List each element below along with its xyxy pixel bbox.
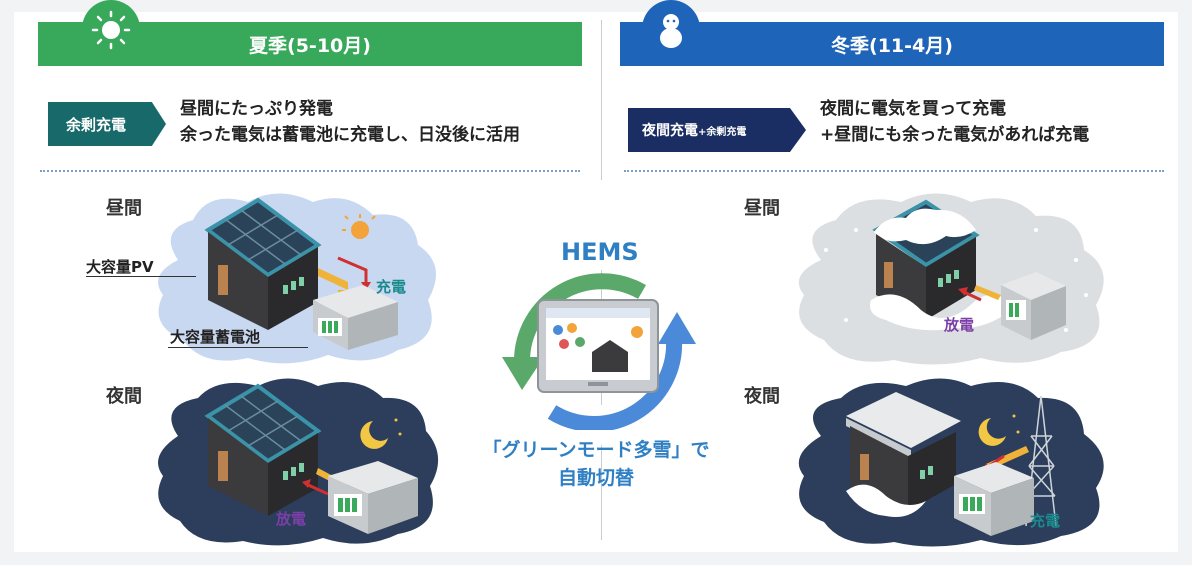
center-divider-gap xyxy=(600,180,603,270)
battery-label: 大容量蓄電池 xyxy=(170,328,261,346)
summer-title: 夏季(5-10月) xyxy=(249,34,371,57)
hems-caption: 「グリーンモード多雪」で 自動切替 xyxy=(476,436,716,492)
summer-mode-label: 余剰充電 xyxy=(66,115,127,134)
hems-panel-graphic xyxy=(492,272,704,432)
summer-description: 昼間にたっぷり発電 余った電気は蓄電池に充電し、日没後に活用 xyxy=(180,96,520,148)
winter-mode-sublabel: +余剰充電 xyxy=(698,126,747,138)
pv-leader-line xyxy=(86,276,196,277)
summer-header: 夏季(5-10月) xyxy=(38,0,582,66)
summer-night-label: 夜間 xyxy=(106,386,142,407)
winter-mode-badge: 夜間充電+余剰充電 xyxy=(628,108,806,152)
summer-desc-line-2: 余った電気は蓄電池に充電し、日没後に活用 xyxy=(180,125,520,145)
winter-charge-label: 充電 xyxy=(1030,512,1061,530)
summer-day-scene xyxy=(148,190,448,365)
winter-description: 夜間に電気を買って充電 +昼間にも余った電気があれば充電 xyxy=(820,96,1089,148)
summer-charge-label: 充電 xyxy=(376,278,407,296)
winter-header: 冬季(11-4月) xyxy=(620,0,1164,66)
summer-day-label: 昼間 xyxy=(106,198,142,219)
winter-night-label: 夜間 xyxy=(744,386,780,407)
hems-caption-line-2: 自動切替 xyxy=(557,467,634,489)
summer-desc-line-1: 昼間にたっぷり発電 xyxy=(180,99,333,119)
summer-night-scene xyxy=(148,376,448,546)
winter-desc-line-2: +昼間にも余った電気があれば充電 xyxy=(820,125,1090,145)
hems-title: HEMS xyxy=(561,238,639,266)
winter-desc-line-1: 夜間に電気を買って充電 xyxy=(820,99,1007,119)
winter-dotted-divider xyxy=(624,170,1164,172)
winter-day-label: 昼間 xyxy=(744,198,780,219)
winter-discharge-label: 放電 xyxy=(944,316,975,334)
sun-icon xyxy=(82,0,140,58)
winter-day-scene xyxy=(786,190,1116,368)
winter-title: 冬季(11-4月) xyxy=(831,34,953,57)
snowman-icon xyxy=(642,0,700,58)
summer-discharge-label: 放電 xyxy=(276,510,307,528)
pv-label: 大容量PV xyxy=(86,258,154,276)
winter-night-scene xyxy=(786,376,1116,548)
battery-leader-line xyxy=(168,347,308,348)
winter-mode-label: 夜間充電 xyxy=(642,123,698,139)
summer-mode-badge: 余剰充電 xyxy=(48,102,166,146)
hems-caption-line-1: 「グリーンモード多雪」で xyxy=(482,439,710,461)
summer-dotted-divider xyxy=(40,170,580,172)
